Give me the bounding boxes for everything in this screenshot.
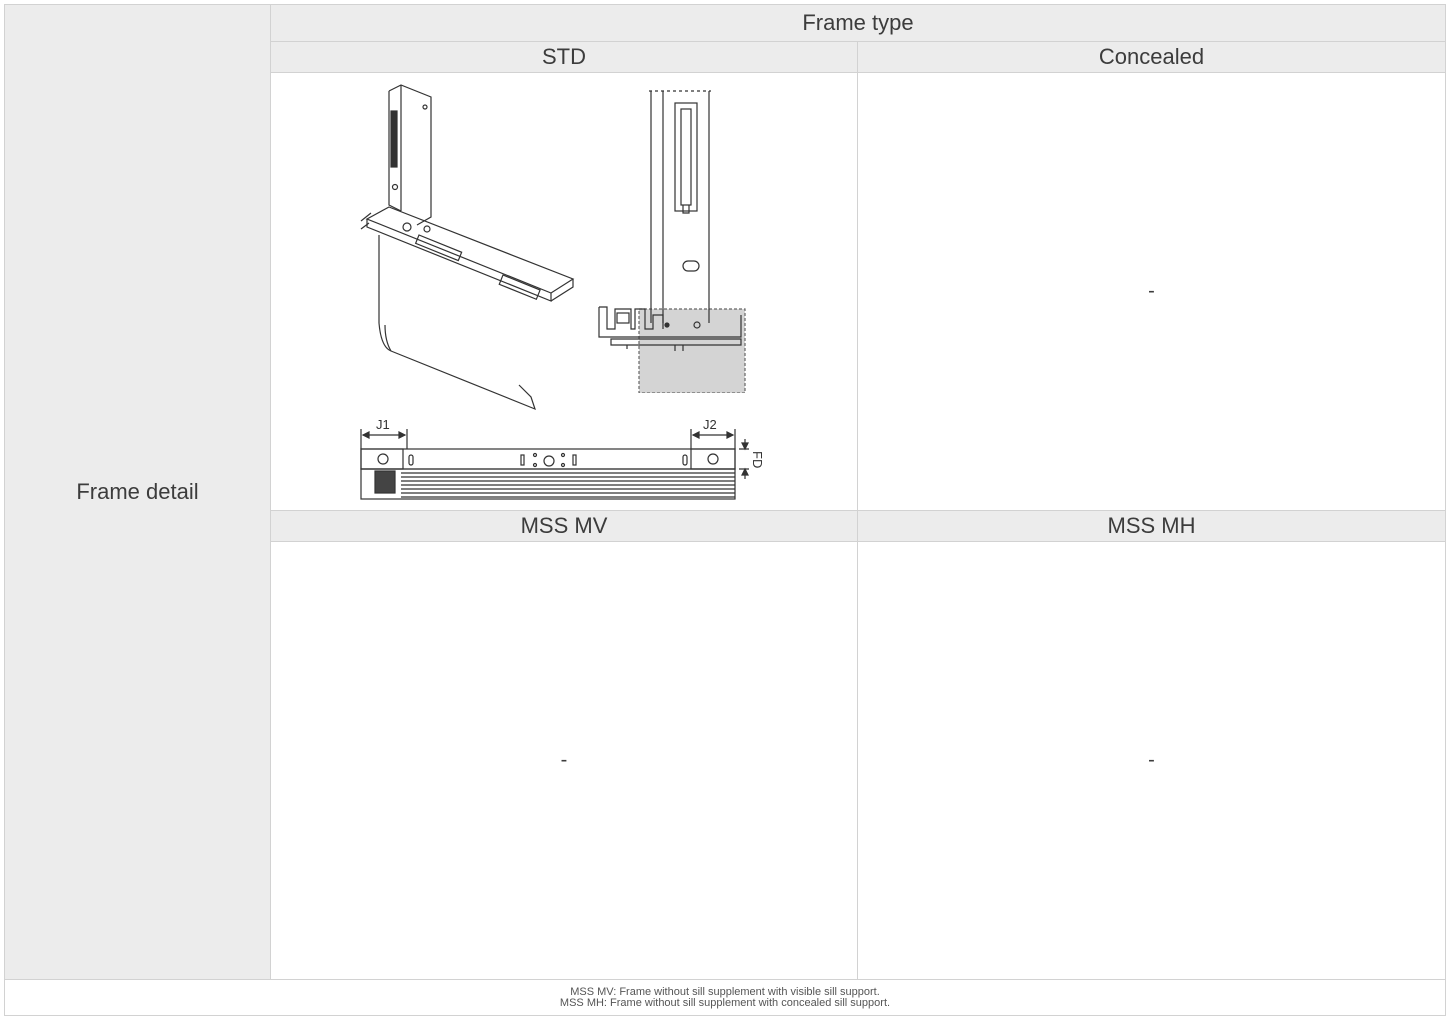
mss-mh-value: -	[1148, 749, 1155, 771]
column-header-concealed: Concealed	[857, 41, 1446, 73]
column-label-std: STD	[542, 44, 586, 69]
mss-mh-cell: -	[857, 541, 1446, 980]
std-isometric-drawing	[360, 84, 575, 411]
column-header-std: STD	[270, 41, 858, 73]
column-header-mss-mv: MSS MV	[270, 510, 858, 542]
column-header-mss-mh: MSS MH	[857, 510, 1446, 542]
dimension-label-j2: J2	[703, 417, 717, 432]
column-label-concealed: Concealed	[1098, 44, 1205, 69]
dimension-label-fd: FD	[750, 451, 765, 468]
std-drawing-cell: J1 J2 FD	[270, 72, 858, 511]
column-label-mss-mv: MSS MV	[520, 513, 608, 538]
concealed-value: -	[1148, 280, 1155, 302]
row-header-label: Frame detail	[76, 479, 199, 504]
mss-mv-value: -	[560, 749, 568, 771]
std-section-drawing	[598, 90, 746, 393]
std-plan-drawing: J1 J2 FD	[360, 417, 765, 500]
frame-type-header: Frame type	[270, 4, 1446, 42]
column-label-mss-mh: MSS MH	[1107, 513, 1196, 538]
footnote-mss-mh: MSS MH: Frame without sill supplement wi…	[559, 996, 891, 1009]
footnote-cell: MSS MV: Frame without sill supplement wi…	[4, 979, 1446, 1016]
concealed-cell: -	[857, 72, 1446, 511]
dimension-label-j1: J1	[376, 417, 390, 432]
frame-type-title: Frame type	[802, 10, 914, 35]
mss-mv-cell: -	[270, 541, 858, 980]
footnote-mss-mv: MSS MV: Frame without sill supplement wi…	[570, 985, 880, 998]
row-header-frame-detail: Frame detail	[4, 4, 271, 980]
